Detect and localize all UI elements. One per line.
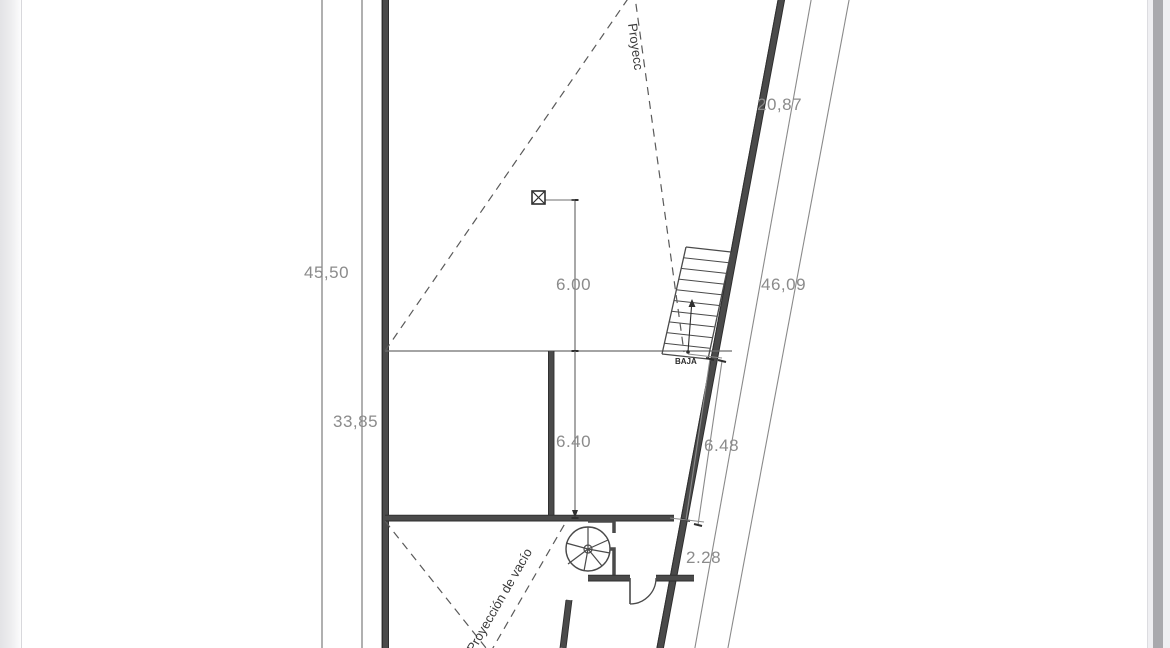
straight-staircase bbox=[661, 246, 732, 360]
right-dimension-lines bbox=[694, 0, 850, 648]
dimension-label-6-48: 6.48 bbox=[704, 436, 739, 455]
stair-down-label: BAJA bbox=[675, 357, 697, 366]
door-swing-arc bbox=[629, 577, 657, 605]
projection-label-top: Proyecc bbox=[625, 22, 646, 71]
spiral-staircase bbox=[565, 519, 616, 578]
vertical-scrollbar-thumb[interactable] bbox=[1153, 0, 1163, 648]
left-dimension-lines bbox=[321, 0, 363, 648]
floor-plan-drawing: BAJA Proyecc Proyección de vacío bbox=[304, 0, 850, 648]
drain-symbol bbox=[531, 190, 546, 205]
page-left-edge bbox=[21, 0, 22, 648]
dimension-label-2-28: 2.28 bbox=[686, 548, 721, 567]
dimension-6-00 bbox=[538, 199, 579, 352]
right-exterior-wall bbox=[656, 0, 786, 648]
drawing-page: BAJA Proyecc Proyección de vacío bbox=[22, 0, 1148, 648]
lower-horizontal-wall bbox=[385, 514, 674, 522]
interior-vertical-wall bbox=[548, 351, 555, 521]
dimension-6-40 bbox=[571, 351, 579, 519]
svg-text:Proyecc: Proyecc bbox=[625, 22, 646, 71]
dimension-label-6-00: 6.00 bbox=[556, 275, 591, 294]
bottom-wall-with-door bbox=[588, 574, 694, 582]
projection-label-bottom: Proyección de vacío bbox=[464, 546, 536, 648]
page-left-gutter bbox=[0, 0, 22, 648]
dimension-label-20-87: 20,87 bbox=[757, 95, 802, 114]
upper-void-projection-lines bbox=[384, 0, 685, 353]
dimension-label-33-85: 33,85 bbox=[333, 412, 378, 431]
left-exterior-wall bbox=[381, 0, 389, 648]
dimension-label-6-40: 6.40 bbox=[556, 432, 591, 451]
dimension-label-45-50: 45,50 bbox=[304, 263, 349, 282]
svg-text:Proyección de vacío: Proyección de vacío bbox=[464, 546, 536, 648]
dimension-2-28 bbox=[693, 359, 727, 527]
dimension-label-46-09: 46,09 bbox=[761, 275, 806, 294]
bottom-vertical-walls bbox=[559, 599, 573, 648]
lower-void-projection-lines bbox=[384, 519, 568, 648]
vertical-scrollbar-track[interactable] bbox=[1147, 0, 1170, 648]
